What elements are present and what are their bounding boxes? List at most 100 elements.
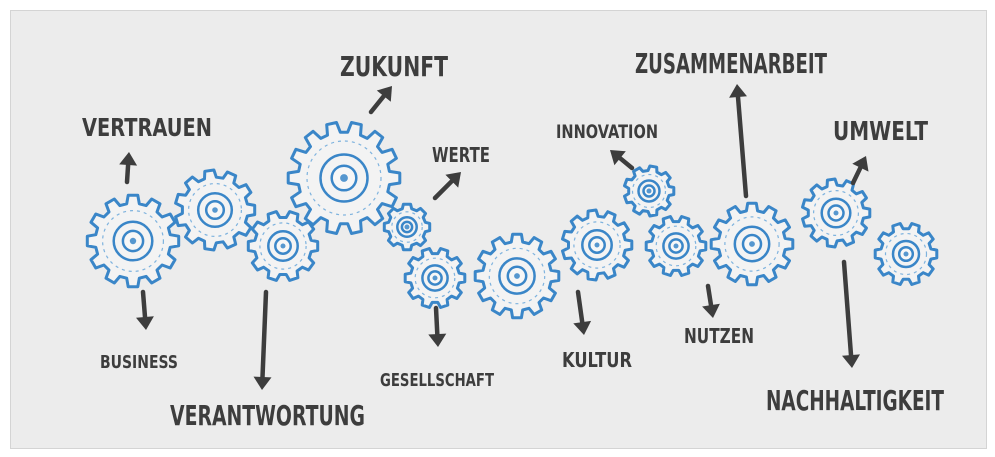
arrow-business xyxy=(136,289,154,330)
gear-sketch-ring xyxy=(573,221,621,269)
gear-werte xyxy=(382,202,432,252)
arrow-verantwortung xyxy=(253,289,272,390)
gear-gesellschaft xyxy=(403,247,467,309)
arrow-shaft xyxy=(368,93,387,115)
gear-sketch-ring xyxy=(259,222,307,270)
gear-sketch-ring xyxy=(488,247,546,305)
arrow-nutzen xyxy=(702,283,720,318)
gear-sketch-ring xyxy=(101,210,164,273)
gear-zusammenarbeit xyxy=(709,201,795,287)
gear-sketch-ring xyxy=(884,232,928,276)
gear-inner-ring xyxy=(267,230,299,262)
gear-axle xyxy=(594,242,600,248)
gear-axle xyxy=(432,275,438,281)
gear-inner-ring xyxy=(112,220,154,262)
gear-inner-ring xyxy=(421,264,449,292)
label-vertrauen: VERTRAUEN xyxy=(82,113,212,142)
gear-axle xyxy=(514,273,520,279)
arrow-zusammenarbeit xyxy=(729,84,749,199)
arrow-innovation xyxy=(610,150,635,171)
label-werte: WERTE xyxy=(432,143,490,167)
gear-sketch-ring xyxy=(188,183,243,238)
gear-axle xyxy=(280,243,286,249)
arrow-head-icon xyxy=(253,376,272,390)
arrow-kultur xyxy=(573,289,592,335)
arrow-shaft xyxy=(850,165,863,186)
arrow-head-icon xyxy=(136,316,154,330)
arrow-shaft xyxy=(705,283,714,308)
gear-sketch-ring xyxy=(812,190,859,237)
gear-center xyxy=(473,232,561,320)
gear-inner-ring xyxy=(820,197,852,229)
label-nutzen: NUTZEN xyxy=(684,324,754,348)
arrow-head-icon xyxy=(702,303,720,318)
arrow-gesellschaft xyxy=(428,305,447,347)
gear-sketch-ring xyxy=(724,216,780,272)
label-kultur: KULTUR xyxy=(562,348,632,372)
gear-zukunft xyxy=(286,121,402,235)
arrow-head-icon xyxy=(729,84,747,98)
arrow-shaft xyxy=(140,289,148,320)
arrow-shaft xyxy=(735,94,749,199)
gear-axle xyxy=(903,251,909,257)
gear-nutzen xyxy=(644,215,708,277)
label-nachhaltigkeit: NACHHALTIGKEIT xyxy=(766,384,944,417)
gear-inner-ring xyxy=(396,216,418,238)
arrow-head-icon xyxy=(428,333,447,347)
arrow-head-icon xyxy=(842,354,860,368)
arrow-zukunft xyxy=(368,86,392,115)
arrow-head-icon xyxy=(610,150,626,166)
gear-sketch-ring xyxy=(391,211,423,243)
gear-umwelt xyxy=(801,177,872,249)
arrow-head-icon xyxy=(852,156,869,172)
arrow-shaft xyxy=(433,305,440,337)
arrow-umwelt xyxy=(850,156,869,186)
arrow-shaft xyxy=(124,162,131,185)
gear-axle xyxy=(833,210,839,216)
gear-axle xyxy=(129,237,137,245)
gear-inner-ring xyxy=(662,232,690,260)
arrow-head-icon xyxy=(573,320,592,335)
arrow-vertrauen xyxy=(119,152,138,185)
gear-vertrauen xyxy=(174,168,257,252)
label-verantwortung: VERANTWORTUNG xyxy=(170,399,365,432)
arrow-head-icon xyxy=(376,86,392,102)
gear-inner-ring xyxy=(637,179,661,203)
gear-axle xyxy=(749,241,755,247)
label-zusammenarbeit: ZUSAMMENARBEIT xyxy=(635,47,827,80)
gear-inner-ring xyxy=(581,229,613,261)
gear-sketch-ring xyxy=(655,225,697,267)
gear-inner-ring xyxy=(733,225,771,263)
gear-axle xyxy=(646,188,652,194)
arrow-group xyxy=(119,84,869,390)
gear-verantwortung xyxy=(246,210,320,282)
arrow-shaft xyxy=(575,289,585,325)
gear-inner-ring xyxy=(498,257,536,295)
arrow-shaft xyxy=(617,155,635,171)
arrow-head-icon xyxy=(445,172,461,188)
arrow-nachhaltigkeit xyxy=(841,259,860,368)
arrow-shaft xyxy=(841,259,854,358)
gear-sketch-ring xyxy=(631,173,667,209)
label-zukunft: ZUKUNFT xyxy=(340,50,448,83)
gear-business xyxy=(85,193,181,289)
label-umwelt: UMWELT xyxy=(833,117,928,147)
gear-sketch-ring xyxy=(414,257,456,299)
gear-nachhaltigkeit xyxy=(873,222,939,286)
gear-inner-ring xyxy=(319,153,369,203)
label-gesellschaft: GESELLSCHAFT xyxy=(380,370,495,391)
gear-inner-ring xyxy=(196,191,234,229)
arrow-shaft xyxy=(432,178,455,201)
arrow-head-icon xyxy=(119,152,138,166)
gear-kultur xyxy=(561,208,634,282)
gear-innovation xyxy=(623,164,676,218)
gear-sketch-ring xyxy=(306,140,382,216)
arrow-shaft xyxy=(260,289,269,380)
label-business: BUSINESS xyxy=(100,352,178,373)
gear-axle xyxy=(340,174,348,182)
gear-chain xyxy=(85,121,939,320)
label-innovation: INNOVATION xyxy=(556,121,658,143)
gear-axle xyxy=(404,224,410,230)
arrow-werte xyxy=(432,172,461,201)
